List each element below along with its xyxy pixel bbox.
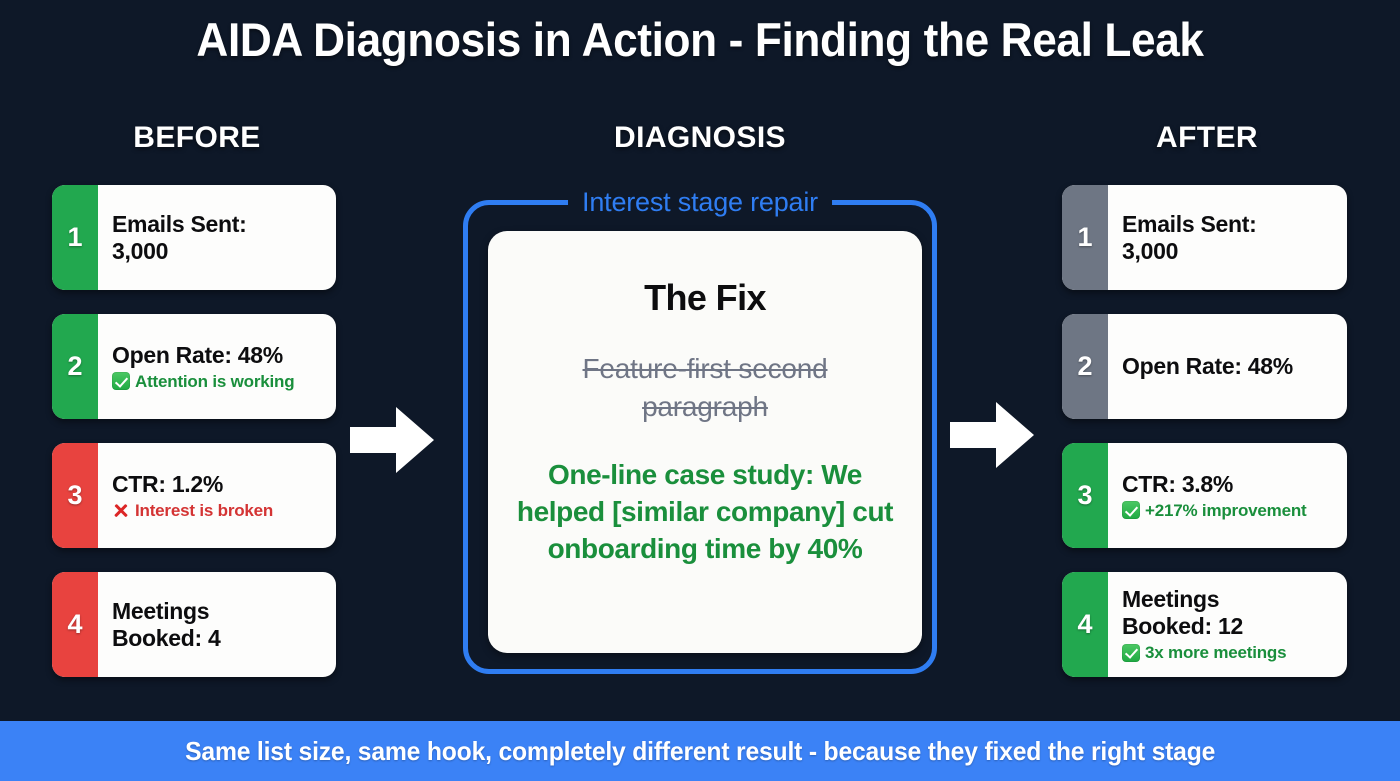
card-body: Open Rate: 48%: [1108, 314, 1347, 419]
before-metric-card-3: 3 CTR: 1.2% Interest is broken: [52, 443, 336, 548]
card-number-badge: 4: [52, 572, 98, 677]
after-metric-card-2: 2 Open Rate: 48%: [1062, 314, 1347, 419]
diagnosis-panel: Interest stage repair The Fix Feature-fi…: [463, 187, 937, 674]
card-body: Emails Sent:3,000: [98, 185, 336, 290]
card-body: Emails Sent:3,000: [1108, 185, 1347, 290]
card-metric-text: Open Rate: 48%: [112, 341, 283, 368]
arrow-diagnosis-to-after-icon: [950, 400, 1034, 470]
card-metric-text: Open Rate: 48%: [1122, 353, 1293, 380]
check-icon: [112, 372, 130, 391]
card-note-good: Attention is working: [112, 372, 326, 392]
card-note-text: +217% improvement: [1145, 500, 1307, 520]
card-number-badge: 1: [1062, 185, 1108, 290]
card-note-bad: Interest is broken: [112, 501, 326, 521]
after-metric-card-1: 1 Emails Sent:3,000: [1062, 185, 1347, 290]
before-metric-card-1: 1 Emails Sent:3,000: [52, 185, 336, 290]
card-note-text: Attention is working: [135, 371, 295, 391]
arrow-before-to-diagnosis-icon: [350, 405, 434, 475]
footer-text: Same list size, same hook, completely di…: [184, 735, 1216, 766]
card-number-badge: 2: [1062, 314, 1108, 419]
column-heading-after: AFTER: [1156, 121, 1258, 154]
column-heading-diagnosis: DIAGNOSIS: [614, 121, 786, 154]
before-metric-card-2: 2 Open Rate: 48% Attention is working: [52, 314, 336, 419]
page-title: AIDA Diagnosis in Action - Finding the R…: [196, 13, 1204, 66]
card-number-badge: 2: [52, 314, 98, 419]
footer-banner: Same list size, same hook, completely di…: [0, 721, 1400, 781]
fix-card-case-study: One-line case study: We helped [similar …: [516, 458, 894, 565]
card-body: CTR: 3.8% +217% improvement: [1108, 443, 1347, 548]
card-number-badge: 3: [52, 443, 98, 548]
card-metric-text: CTR: 1.2%: [112, 470, 224, 497]
diagnosis-legend-label: Interest stage repair: [568, 187, 832, 218]
card-body: Open Rate: 48% Attention is working: [98, 314, 336, 419]
card-body: CTR: 1.2% Interest is broken: [98, 443, 336, 548]
cross-icon: [112, 501, 130, 519]
fix-card: The Fix Feature-first second paragraph O…: [488, 231, 922, 653]
check-icon: [1122, 643, 1140, 662]
card-note-text: 3x more meetings: [1145, 643, 1287, 663]
fix-card-title: The Fix: [644, 277, 766, 318]
card-note-good: +217% improvement: [1122, 501, 1337, 521]
card-number-badge: 4: [1062, 572, 1108, 677]
after-metric-card-3: 3 CTR: 3.8% +217% improvement: [1062, 443, 1347, 548]
card-note-text: Interest is broken: [135, 500, 274, 520]
card-number-badge: 3: [1062, 443, 1108, 548]
fix-card-struck-text: Feature-first second paragraph: [582, 353, 828, 422]
card-metric-text: Emails Sent:3,000: [112, 210, 247, 264]
card-metric-text: Emails Sent:3,000: [1122, 210, 1257, 264]
column-heading-before: BEFORE: [133, 121, 261, 154]
check-icon: [1122, 501, 1140, 520]
card-number-badge: 1: [52, 185, 98, 290]
card-note-good: 3x more meetings: [1122, 643, 1337, 663]
card-metric-text: CTR: 3.8%: [1122, 470, 1234, 497]
